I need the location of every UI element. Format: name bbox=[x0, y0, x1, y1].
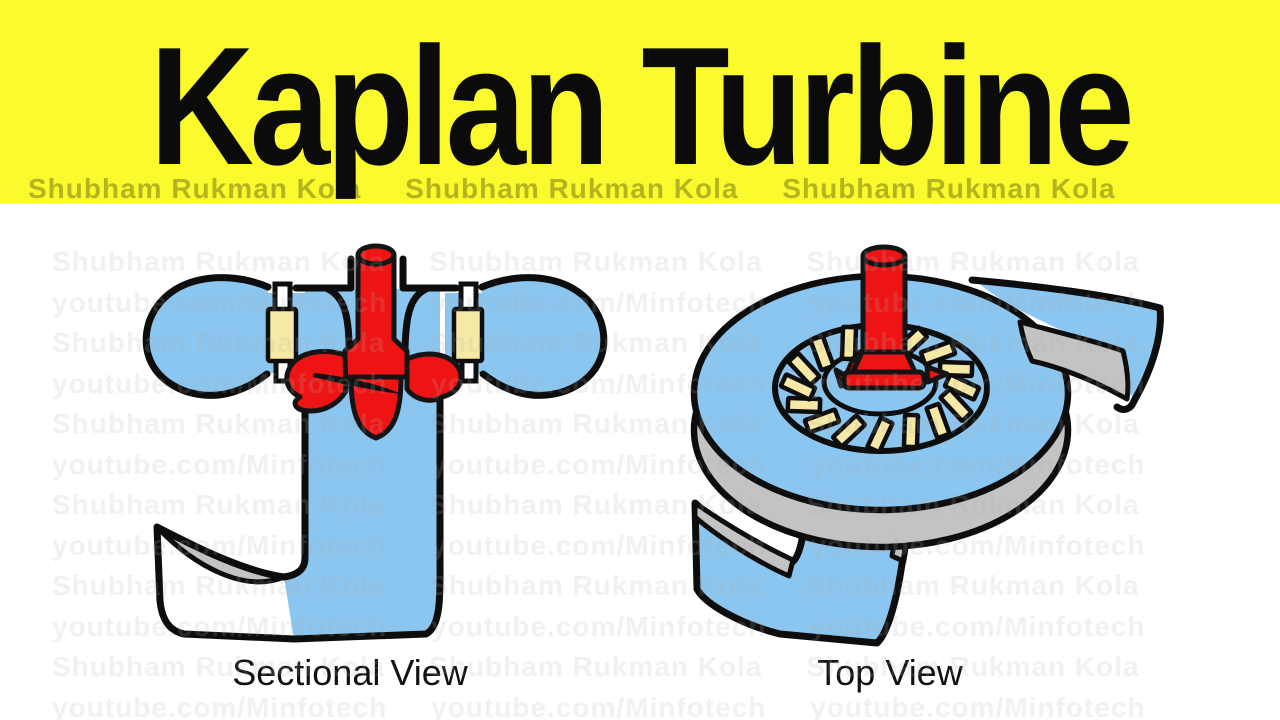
top-view-figure bbox=[660, 230, 1220, 675]
inlet-tip-edge bbox=[1130, 304, 1164, 405]
sectional-view-diagram bbox=[142, 243, 608, 643]
sectional-view-figure bbox=[100, 225, 620, 670]
sectional-view-caption: Sectional View bbox=[232, 652, 468, 693]
guide-vane bbox=[938, 387, 974, 423]
guide-vane bbox=[808, 333, 836, 373]
runner-blade-tip-right bbox=[924, 364, 950, 385]
inlet-top-edge bbox=[968, 276, 1164, 312]
guide-vane bbox=[831, 413, 867, 449]
vane-stem-top bbox=[458, 281, 479, 313]
top-view-caption: Top View bbox=[817, 652, 963, 693]
blade-edge-line bbox=[313, 373, 401, 394]
vane-stem-top bbox=[272, 281, 293, 313]
title-banner: Shubham Rukman Kola Shubham Rukman Kola … bbox=[0, 0, 1280, 203]
guide-vane bbox=[924, 401, 952, 441]
scroll-casing-right-section bbox=[482, 277, 604, 396]
guide-vane-right bbox=[451, 281, 485, 384]
inlet-inner-wall bbox=[1017, 319, 1131, 402]
inlet-lip-hook bbox=[1113, 397, 1138, 413]
guide-vane bbox=[778, 372, 818, 402]
vane-blade bbox=[451, 306, 485, 364]
guide-vane bbox=[942, 372, 982, 402]
runner-blade-left bbox=[284, 348, 349, 414]
banner-watermark: Shubham Rukman Kola Shubham Rukman Kola … bbox=[28, 173, 1116, 203]
tube-bend-outline bbox=[153, 523, 444, 643]
draft-tube-bend bbox=[284, 556, 441, 639]
guide-vane bbox=[802, 407, 842, 435]
vane-blade bbox=[265, 306, 299, 364]
guide-vane bbox=[839, 324, 859, 362]
shaft-top-cap bbox=[355, 243, 397, 267]
guide-vane bbox=[786, 351, 822, 387]
guide-vane bbox=[901, 412, 921, 450]
watermark-text: youtube.com/Minfotech youtube.com/Minfot… bbox=[52, 691, 1146, 720]
guide-vane bbox=[785, 395, 823, 415]
top-view-shaft-assembly bbox=[833, 244, 950, 391]
tube-right-wall bbox=[436, 370, 460, 560]
top-view-diagram bbox=[690, 244, 1164, 647]
inlet-channel bbox=[976, 281, 1161, 401]
scroll-casing-left-section bbox=[146, 277, 268, 396]
guide-vane bbox=[865, 415, 895, 455]
right-casing-outline bbox=[478, 274, 608, 399]
outlet-lip-top-face bbox=[692, 500, 796, 579]
runner-shaft bbox=[860, 253, 908, 355]
shaft-top-cap bbox=[860, 244, 908, 268]
page-title: Kaplan Turbine bbox=[149, 12, 1135, 200]
runner-blade-right bbox=[404, 351, 464, 403]
left-casing-outline bbox=[142, 274, 272, 399]
runner-assembly bbox=[284, 243, 464, 441]
guide-vane bbox=[918, 339, 958, 367]
guide-vane-ring bbox=[778, 319, 982, 455]
